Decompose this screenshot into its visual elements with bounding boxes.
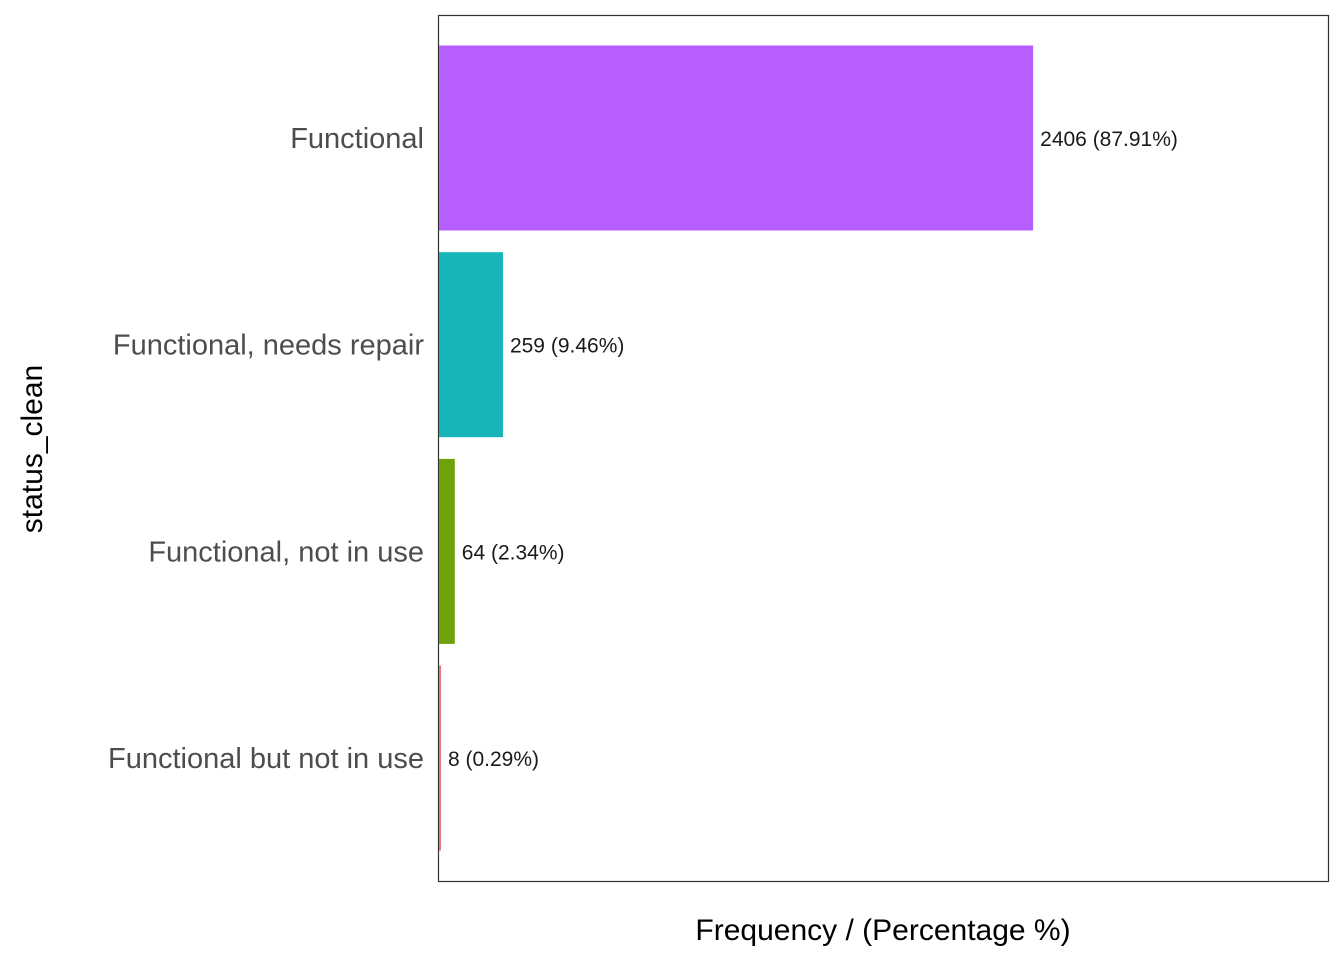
bars-layer	[439, 45, 1034, 851]
category-label-1: Functional, needs repair	[113, 330, 424, 362]
data-label-2: 64 (2.34%)	[462, 541, 565, 564]
labels-layer: Functional 2406 (87.91%) Functional, needs…	[108, 123, 1178, 775]
data-label-1: 259 (9.46%)	[510, 335, 624, 358]
bar-0	[439, 45, 1034, 231]
category-label-0: Functional	[290, 123, 424, 155]
bar-2	[439, 458, 455, 644]
bar-3	[439, 665, 441, 851]
y-axis-title: status_clean	[16, 365, 49, 533]
data-label-3: 8 (0.29%)	[448, 748, 539, 771]
category-label-3: Functional but not in use	[108, 743, 424, 775]
data-label-0: 2406 (87.91%)	[1040, 128, 1178, 151]
category-label-2: Functional, not in use	[148, 536, 424, 568]
x-axis-title: Frequency / (Percentage %)	[695, 914, 1070, 947]
plot-panel-border	[437, 14, 1330, 883]
bar-1	[439, 252, 503, 438]
